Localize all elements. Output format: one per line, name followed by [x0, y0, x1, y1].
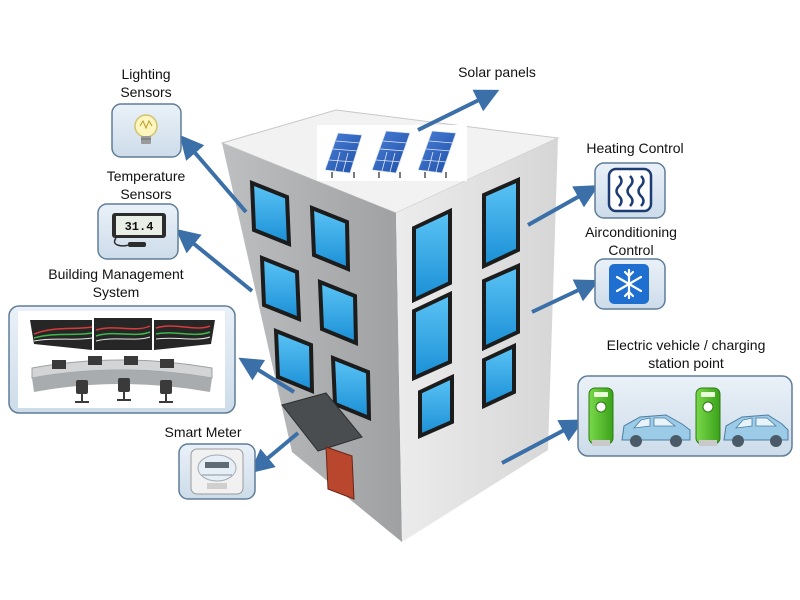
arrow-lighting: [179, 134, 248, 214]
temperature-label-line2: Sensors: [120, 186, 171, 202]
smart-meter-label: Smart Meter: [164, 424, 241, 440]
car-icon: [621, 414, 691, 447]
aircon-label-line1: Airconditioning: [585, 224, 677, 240]
heat-waves-icon: [607, 167, 653, 213]
bms-label-line1: Building Management: [48, 266, 184, 282]
lighting-label-line2: Sensors: [120, 84, 171, 100]
arrow-smart-meter: [249, 431, 300, 474]
solar-panel-icon: [317, 125, 467, 181]
temperature-sensors-panel: 31.4: [97, 203, 179, 260]
aircon-label-line2: Control: [608, 242, 653, 258]
front-windows: [249, 179, 372, 422]
solar-panels-label: Solar panels: [458, 64, 536, 80]
electricity-meter-icon: [190, 448, 244, 495]
temperature-label-line1: Temperature: [107, 168, 186, 184]
side-windows: [412, 176, 520, 440]
connection-arrows: [175, 89, 600, 474]
building: [220, 109, 560, 542]
light-bulb-icon: [134, 114, 158, 144]
car-icon: [723, 414, 789, 447]
ev-charger-icon: [695, 387, 721, 446]
bms-label-line2: System: [93, 284, 140, 300]
building-front: [222, 143, 402, 542]
heating-control-label: Heating Control: [586, 140, 683, 156]
thermometer-reading: 31.4: [125, 220, 154, 234]
lighting-sensors-panel: [111, 103, 182, 158]
arrow-ev: [501, 419, 585, 465]
arrow-bms: [238, 357, 296, 394]
heating-control-panel: [594, 162, 666, 219]
entrance-canopy: [281, 392, 363, 452]
ev-label-line2: station point: [648, 355, 724, 371]
ev-charger-icon: [588, 387, 614, 446]
entrance-door: [325, 446, 355, 500]
ev-label-line1: Electric vehicle / charging: [607, 337, 766, 353]
arrow-solar: [417, 89, 500, 132]
snowflake-icon: [609, 264, 649, 304]
smart-meter-panel: [178, 443, 256, 500]
control-room-icon: [18, 311, 225, 408]
bms-panel: [8, 305, 236, 414]
aircon-control-panel: [594, 258, 666, 310]
arrow-aircon: [531, 279, 600, 314]
digital-thermometer-icon: 31.4: [112, 213, 166, 247]
arrow-temperature: [175, 228, 254, 293]
arrow-heating: [527, 185, 599, 227]
lighting-label-line1: Lighting: [121, 66, 170, 82]
ev-charging-panel: [577, 375, 793, 457]
